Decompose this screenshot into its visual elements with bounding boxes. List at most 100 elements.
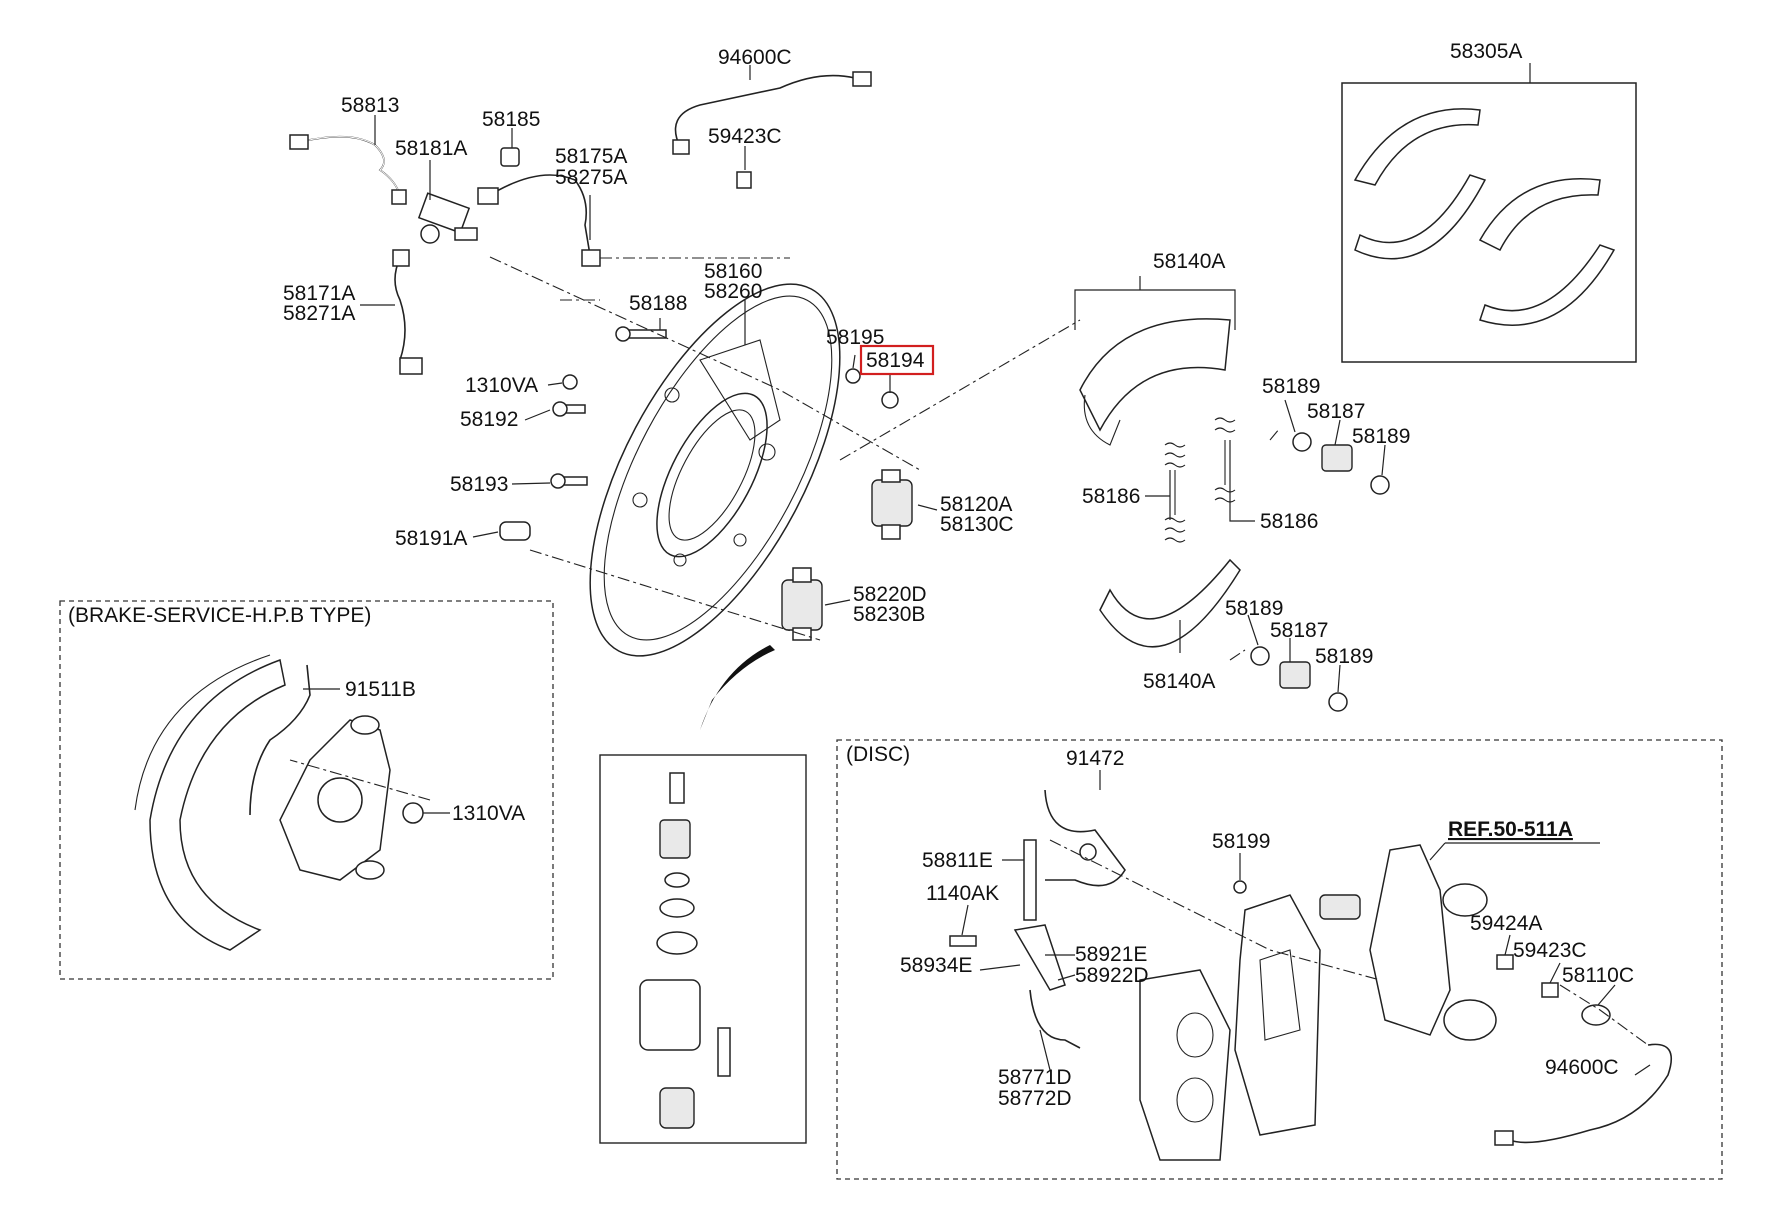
- steering-knuckle: [1319, 844, 1497, 1041]
- centerline-d: [529, 549, 821, 641]
- part-label-58921e[interactable]: 58921E: [1075, 943, 1147, 966]
- centerline-h: [1559, 984, 1649, 1046]
- part-label-58191a[interactable]: 58191A: [395, 527, 467, 550]
- bolt-58193: [550, 473, 588, 489]
- caliper-body: [1234, 894, 1321, 1136]
- brake-pipe-58175a: [477, 174, 601, 267]
- part-label-58189-a[interactable]: 58189: [1262, 375, 1320, 398]
- backing-plate: [589, 283, 841, 657]
- part-label-58187-a[interactable]: 58187: [1307, 400, 1365, 423]
- part-label-58185[interactable]: 58185: [482, 108, 540, 131]
- pin-58188: [615, 326, 667, 342]
- part-label-58934e[interactable]: 58934E: [900, 954, 972, 977]
- reference-label[interactable]: REF.50-511A: [1448, 818, 1573, 841]
- part-label-58189-d[interactable]: 58189: [1315, 645, 1373, 668]
- brake-tee-58181a: [417, 192, 478, 244]
- brake-shoe-58140a-top: [1079, 318, 1231, 446]
- part-label-58199[interactable]: 58199: [1212, 830, 1270, 853]
- part-label-91472[interactable]: 91472: [1066, 747, 1124, 770]
- shoe-set-frame: [1341, 82, 1637, 363]
- part-label-58188[interactable]: 58188: [629, 292, 687, 315]
- centerline-e: [1229, 427, 1281, 661]
- cylinder-kit-frame: [599, 754, 807, 1144]
- pipe-58771d: [1029, 989, 1081, 1049]
- hpb-section-frame: [59, 600, 554, 980]
- part-label-59423c-disc[interactable]: 59423C: [1513, 939, 1587, 962]
- part-label-58230b[interactable]: 58230B: [853, 603, 925, 626]
- part-label-58171a[interactable]: 58171A: [283, 282, 355, 305]
- expansion-arrow: [700, 645, 775, 730]
- part-label-58811e[interactable]: 58811E: [922, 849, 993, 872]
- centerline-b: [560, 257, 790, 301]
- part-58194-highlight: [859, 344, 935, 376]
- clip-58199: [1233, 880, 1247, 894]
- part-label-58189-b[interactable]: 58189: [1352, 425, 1410, 448]
- part-label-94600c-disc[interactable]: 94600C: [1545, 1056, 1619, 1079]
- part-label-1140ak[interactable]: 1140AK: [926, 882, 999, 905]
- disc-sensor-parts: [1494, 954, 1673, 1146]
- bracket-58921e: [1013, 839, 1066, 991]
- abs-sensor-94600c-top: [672, 71, 872, 155]
- bushing-59423c-top: [736, 171, 752, 189]
- wheel-cylinder-58220d: [781, 567, 823, 641]
- hpb-backing-plate: [134, 654, 286, 951]
- part-label-58120a[interactable]: 58120A: [940, 493, 1012, 516]
- springs-58186: [1164, 417, 1236, 543]
- shoe-set-58305a: [1353, 108, 1616, 326]
- part-label-58922d[interactable]: 58922D: [1075, 964, 1149, 987]
- plug-58191a: [499, 521, 531, 541]
- centerline-g: [289, 759, 431, 801]
- bolt-58192: [552, 401, 586, 417]
- part-label-58160[interactable]: 58160: [704, 260, 762, 283]
- part-label-58813[interactable]: 58813: [341, 94, 399, 117]
- part-label-58194[interactable]: 58194: [866, 349, 925, 372]
- part-label-58130c[interactable]: 58130C: [940, 513, 1014, 536]
- cylinder-kit-parts: [639, 772, 731, 1129]
- washer-58195: [845, 368, 861, 384]
- part-label-1310va-hpb[interactable]: 1310VA: [452, 802, 525, 825]
- cap-58185: [500, 147, 520, 167]
- part-label-58140a-bottom[interactable]: 58140A: [1143, 670, 1215, 693]
- part-label-58275a[interactable]: 58275A: [555, 166, 627, 189]
- part-label-58175a[interactable]: 58175A: [555, 145, 627, 168]
- part-label-58110c[interactable]: 58110C: [1562, 964, 1634, 987]
- part-label-59423c-top[interactable]: 59423C: [708, 125, 782, 148]
- hold-down-parts-58187-58189: [1250, 432, 1390, 712]
- brake-hose-91472: [1044, 789, 1126, 887]
- leader-lines: [303, 63, 1651, 1076]
- part-label-58186-right[interactable]: 58186: [1260, 510, 1318, 533]
- part-label-58186-left[interactable]: 58186: [1082, 485, 1140, 508]
- part-label-91511b[interactable]: 91511B: [345, 678, 416, 701]
- caliper-pads: [1139, 969, 1231, 1161]
- part-label-58187-b[interactable]: 58187: [1270, 619, 1328, 642]
- brake-pipe-58171a: [392, 249, 423, 375]
- part-label-58271a[interactable]: 58271A: [283, 302, 355, 325]
- brake-pipe-58813: [289, 134, 407, 205]
- part-label-58192[interactable]: 58192: [460, 408, 518, 431]
- nut-58194: [881, 391, 899, 409]
- part-label-59424a[interactable]: 59424A: [1470, 912, 1542, 935]
- part-label-58220d[interactable]: 58220D: [853, 583, 927, 606]
- disc-section-title: (DISC): [846, 743, 910, 766]
- part-label-58260[interactable]: 58260: [704, 280, 762, 303]
- nut-1310va-top: [562, 374, 578, 390]
- hpb-knuckle: [279, 715, 391, 881]
- centerline-c: [839, 319, 1081, 461]
- part-label-94600c-top[interactable]: 94600C: [718, 46, 792, 69]
- part-label-58305a[interactable]: 58305A: [1450, 40, 1522, 63]
- part-label-58189-c[interactable]: 58189: [1225, 597, 1283, 620]
- part-label-1310va-top[interactable]: 1310VA: [465, 374, 538, 397]
- part-label-58140a-top[interactable]: 58140A: [1153, 250, 1225, 273]
- hpb-cable: [249, 664, 311, 816]
- part-label-58193[interactable]: 58193: [450, 473, 508, 496]
- part-label-58771d[interactable]: 58771D: [998, 1066, 1072, 1089]
- part-label-58772d[interactable]: 58772D: [998, 1087, 1072, 1110]
- hpb-section-title: (BRAKE-SERVICE-H.P.B TYPE): [68, 604, 371, 627]
- brake-shoe-58140a-bottom: [1099, 558, 1241, 648]
- disc-section-frame: [836, 739, 1723, 1180]
- part-label-58195[interactable]: 58195: [826, 326, 884, 349]
- wheel-cylinder-58120a: [871, 469, 913, 540]
- part-label-58181a[interactable]: 58181A: [395, 137, 467, 160]
- bolt-1140ak: [949, 935, 977, 947]
